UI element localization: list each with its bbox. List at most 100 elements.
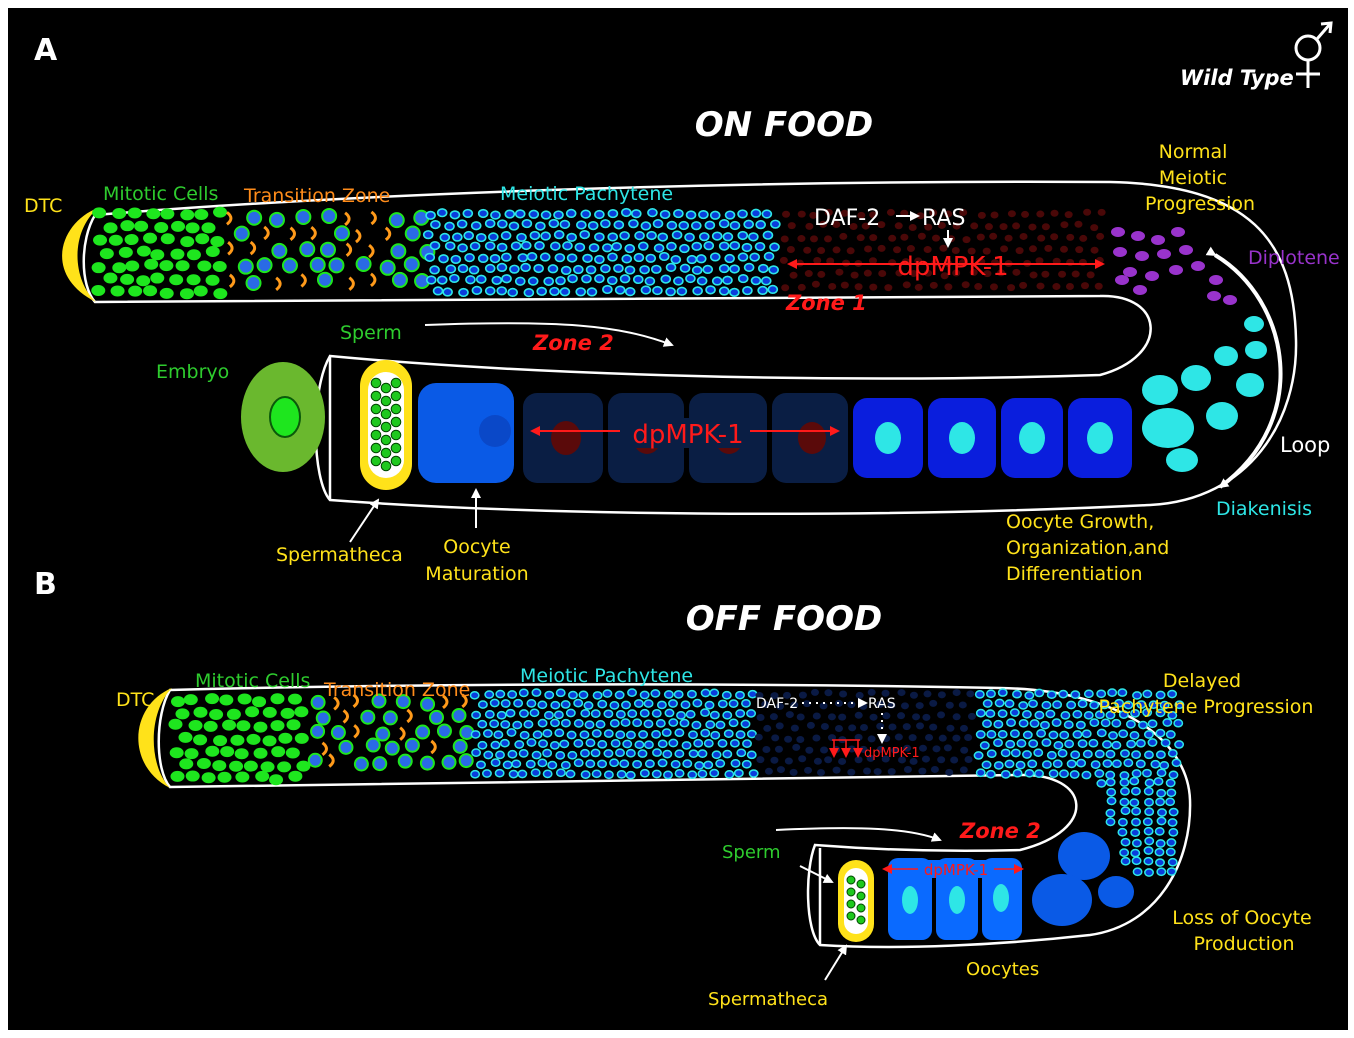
mitotic-cell bbox=[201, 222, 215, 233]
mitotic-cell bbox=[112, 262, 126, 273]
transition-label-b: Transition Zone bbox=[323, 679, 470, 701]
panel-a-title: ON FOOD bbox=[695, 105, 873, 145]
mitotic-cell bbox=[146, 208, 160, 219]
delayed-label-2: Pachytene Progression bbox=[1099, 696, 1314, 718]
diakinesis-label: Diakenisis bbox=[1216, 498, 1312, 520]
mitotic-cell bbox=[120, 274, 134, 285]
pachytene-label-b: Meiotic Pachytene bbox=[520, 665, 693, 687]
mitotic-cell bbox=[92, 262, 106, 273]
mitotic-cell bbox=[187, 274, 201, 285]
zone2-label-a: Zone 2 bbox=[532, 331, 614, 355]
mitotic-cell bbox=[144, 259, 158, 270]
mitotic-cell bbox=[194, 209, 208, 220]
embryo bbox=[241, 362, 325, 472]
pachytene-label-a: Meiotic Pachytene bbox=[500, 183, 673, 205]
mitotic-cell bbox=[93, 235, 107, 246]
delayed-label-1: Delayed bbox=[1163, 670, 1241, 692]
mitotic-cell bbox=[176, 260, 190, 271]
spermatheca-b bbox=[838, 860, 874, 942]
mitotic-cell bbox=[150, 273, 164, 284]
mitotic-cell bbox=[154, 222, 168, 233]
dpmpk-label-bottom: dpMPK-1 bbox=[632, 420, 743, 450]
diplotene-label: Diplotene bbox=[1248, 247, 1340, 269]
spermatheca-label-a: Spermatheca bbox=[276, 544, 403, 566]
transition-label-a: Transition Zone bbox=[243, 185, 390, 207]
mitotic-cell bbox=[112, 208, 126, 219]
normal-progression-label-3: Progression bbox=[1145, 193, 1255, 215]
mitotic-cell bbox=[160, 288, 174, 299]
mitotic-cell bbox=[104, 222, 118, 233]
sperm-label-b: Sperm bbox=[722, 842, 781, 863]
oocytes-label-b: Oocytes bbox=[966, 959, 1039, 980]
mitotic-cell bbox=[137, 246, 151, 257]
normal-progression-label-2: Meiotic bbox=[1159, 167, 1227, 189]
mitotic-cell bbox=[197, 260, 211, 271]
dtc-label-b: DTC bbox=[116, 689, 154, 711]
embryo-label: Embryo bbox=[156, 361, 229, 383]
normal-progression-label-1: Normal bbox=[1159, 141, 1228, 163]
mitotic-cell bbox=[136, 275, 150, 286]
mitotic-cell bbox=[213, 207, 227, 218]
loop-label: Loop bbox=[1280, 433, 1330, 457]
growth-label-3: Differentiation bbox=[1006, 563, 1143, 585]
growth-label-2: Organization,and bbox=[1006, 537, 1169, 559]
mitotic-cell bbox=[119, 247, 133, 258]
mitotic-cell bbox=[206, 246, 220, 257]
mitotic-cell bbox=[128, 208, 142, 219]
mitotic-cell bbox=[194, 286, 208, 297]
panel-b-title: OFF FOOD bbox=[686, 599, 882, 639]
mitotic-cell bbox=[213, 261, 227, 272]
dpmpk-label-oocytes-b: dpMPK-1 bbox=[924, 861, 988, 879]
mitotic-cell bbox=[195, 233, 209, 244]
panel-a-letter: A bbox=[34, 33, 58, 68]
mitotic-label-b: Mitotic Cells bbox=[195, 670, 310, 692]
mitotic-cell bbox=[103, 272, 117, 283]
genotype-label: Wild Type bbox=[1180, 66, 1294, 90]
loss-label-2: Production bbox=[1193, 933, 1294, 955]
daf2-label-b: DAF-2 bbox=[756, 696, 798, 712]
growth-label-1: Oocyte Growth, bbox=[1006, 511, 1154, 533]
spermatheca-label-b: Spermatheca bbox=[708, 989, 828, 1010]
dpmpk-label-top: dpMPK-1 bbox=[897, 252, 1008, 282]
dtc-label-a: DTC bbox=[24, 195, 62, 217]
ras-label-b: RAS bbox=[868, 696, 896, 712]
mitotic-cell bbox=[160, 208, 174, 219]
mitotic-cell bbox=[150, 249, 164, 260]
mitotic-cell bbox=[206, 275, 220, 286]
mitotic-cell bbox=[187, 249, 201, 260]
mitotic-cell bbox=[171, 221, 185, 232]
mitotic-cell bbox=[180, 288, 194, 299]
mitotic-cell bbox=[134, 221, 148, 232]
mitotic-cell bbox=[100, 248, 114, 259]
mitotic-cell bbox=[143, 233, 157, 244]
daf2-label-a: DAF-2 bbox=[814, 206, 880, 231]
zone1-label: Zone 1 bbox=[785, 291, 867, 315]
mitotic-cell bbox=[125, 260, 139, 271]
mitotic-cell bbox=[213, 288, 227, 299]
mitotic-cell bbox=[120, 220, 134, 231]
spermatheca-a bbox=[360, 360, 412, 490]
mitotic-cell bbox=[169, 274, 183, 285]
zone2-label-b: Zone 2 bbox=[959, 819, 1041, 843]
mitotic-cell bbox=[128, 286, 142, 297]
ras-label-a: RAS bbox=[922, 206, 965, 231]
mitotic-cell bbox=[109, 235, 123, 246]
maturation-label-2: Maturation bbox=[425, 563, 528, 585]
mitotic-cell bbox=[180, 209, 194, 220]
mitotic-cell bbox=[143, 285, 157, 296]
mitotic-cell bbox=[125, 234, 139, 245]
mitotic-cell bbox=[159, 260, 173, 271]
maturation-label-1: Oocyte bbox=[443, 536, 510, 558]
mitotic-cell bbox=[180, 236, 194, 247]
panel-b-letter: B bbox=[34, 567, 57, 602]
dpmpk-label-small-b: dpMPK-1 bbox=[864, 746, 920, 761]
loss-label-1: Loss of Oocyte bbox=[1172, 907, 1311, 929]
mitotic-cell bbox=[170, 249, 184, 260]
sperm-label-a: Sperm bbox=[340, 322, 402, 344]
mitotic-cell bbox=[161, 233, 175, 244]
mitotic-label-a: Mitotic Cells bbox=[103, 183, 218, 205]
mitotic-cell bbox=[91, 285, 105, 296]
mitotic-cell bbox=[111, 285, 125, 296]
mitotic-cell bbox=[210, 236, 224, 247]
